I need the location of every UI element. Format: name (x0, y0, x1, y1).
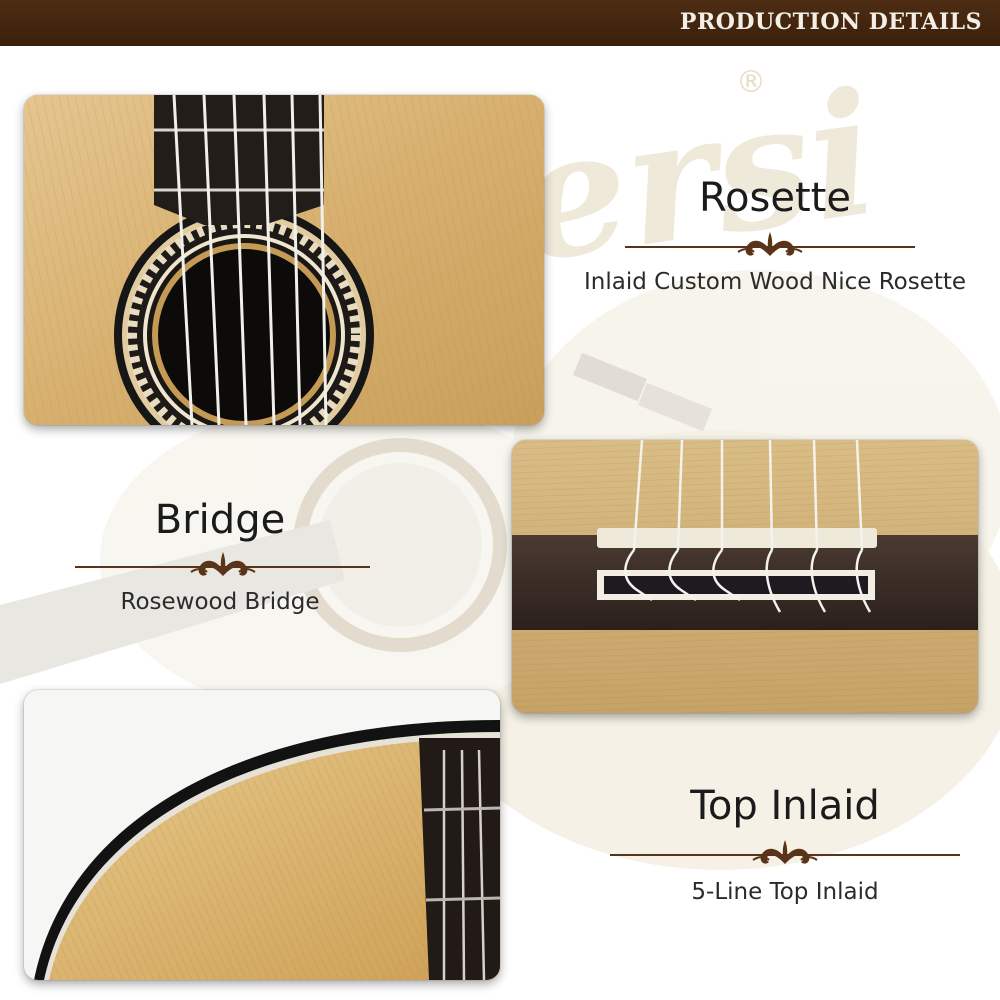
header-bar: PRODUCTION DETAILS (0, 0, 1000, 46)
top-inlaid-subtitle: 5-Line Top Inlaid (691, 879, 879, 905)
fleur-ornament-icon (189, 552, 256, 576)
header-title: PRODUCTION DETAILS (679, 9, 982, 35)
watermark-text: ersi (506, 53, 888, 301)
fleur-ornament-icon (752, 840, 818, 864)
top-inlaid-divider (610, 836, 960, 870)
fleur-ornament-icon (737, 232, 803, 256)
bridge-feature: Bridge Rosewood Bridge (70, 498, 370, 616)
rosette-feature: Rosette Inlaid Custom Wood Nice Rosette (580, 176, 970, 296)
registered-mark: ® (736, 65, 766, 100)
rosette-photo (24, 95, 544, 425)
rosette-divider (625, 228, 915, 262)
bridge-title: Bridge (154, 497, 286, 543)
bridge-subtitle: Rosewood Bridge (120, 589, 320, 615)
rosette-subtitle: Inlaid Custom Wood Nice Rosette (583, 269, 967, 295)
top-inlaid-title: Top Inlaid (690, 783, 880, 829)
bridge-divider (75, 548, 370, 582)
bridge-photo (512, 440, 978, 713)
rosette-title: Rosette (699, 175, 851, 221)
top-inlaid-photo (24, 690, 500, 980)
top-inlaid-feature: Top Inlaid 5-Line Top Inlaid (600, 784, 970, 906)
